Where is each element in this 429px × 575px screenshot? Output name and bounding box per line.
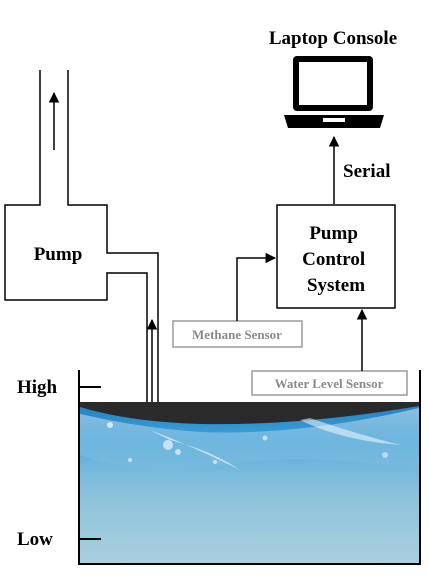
control-line-3: System	[307, 275, 365, 296]
laptop-icon	[284, 56, 384, 128]
water-level-sensor-label: Water Level Sensor	[275, 376, 384, 391]
high-level-label: High	[17, 377, 58, 398]
control-line-2: Control	[302, 249, 365, 270]
water-tank	[79, 370, 420, 564]
pump-control-system-label: Pump Control System	[302, 223, 370, 296]
serial-label: Serial	[343, 161, 391, 182]
pump-body	[5, 70, 158, 410]
methane-signal-arrow	[237, 258, 275, 321]
methane-sensor-label: Methane Sensor	[192, 327, 282, 342]
laptop-console-label: Laptop Console	[269, 28, 397, 49]
pump-label: Pump	[34, 244, 83, 265]
control-line-1: Pump	[309, 223, 358, 244]
low-level-label: Low	[17, 529, 53, 550]
